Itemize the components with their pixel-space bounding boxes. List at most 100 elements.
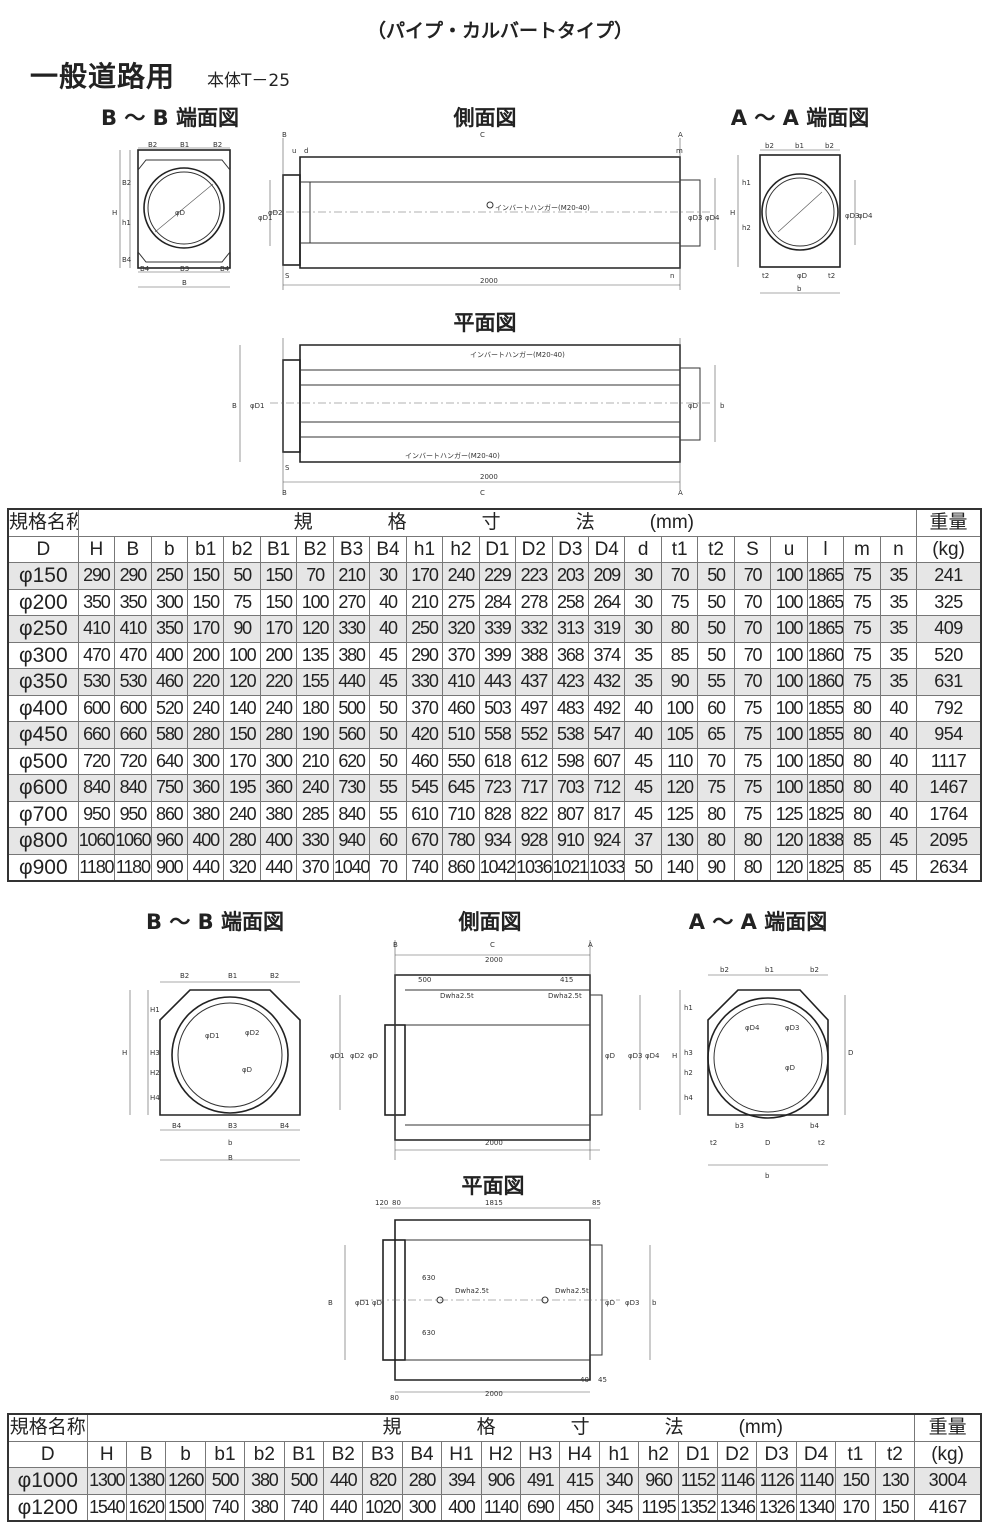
weight-cell: 1117 (916, 747, 982, 775)
column-header: l (806, 535, 845, 563)
side-view-large: B C A 2000 500 415 Dwha2.5t Dwha2.5t 200… (330, 940, 660, 1160)
view-title-aa-large: A ～ A 端面図 (688, 910, 828, 934)
aa-end-view-large: b2 b1 b2 t2 D t2 b3 b4 b h1 h3 h2 h4 H D… (672, 966, 853, 1180)
dim-cell: 75 (223, 588, 261, 616)
column-header: B2 (296, 535, 334, 563)
dim-cell: 70 (697, 747, 735, 775)
dim-cell: 360 (186, 774, 225, 802)
dim-cell: 530 (77, 668, 116, 696)
dim-cell: 470 (77, 641, 116, 669)
svg-text:h2: h2 (684, 1069, 693, 1077)
dim-cell: 284 (478, 588, 517, 616)
dim-cell: 443 (478, 668, 517, 696)
dim-cell: 720 (114, 747, 152, 775)
dim-cell: 960 (638, 1467, 679, 1495)
dim-cell: 229 (478, 562, 517, 590)
dim-cell: 35 (624, 641, 662, 669)
dim-cell: 30 (624, 615, 662, 643)
dim-cell: 432 (587, 668, 626, 696)
dim-cell: 35 (879, 615, 918, 643)
dim-cell: 50 (697, 562, 735, 590)
weight-cell: 325 (916, 588, 982, 616)
svg-text:φD2: φD2 (268, 209, 282, 217)
dim-cell: 75 (733, 800, 772, 828)
dim-cell: 40 (369, 615, 407, 643)
dim-cell: 1860 (806, 641, 845, 669)
dim-cell: 520 (150, 694, 189, 722)
column-header: t2 (697, 535, 735, 563)
dim-cell: 820 (362, 1467, 403, 1495)
dim-cell: 85 (660, 641, 699, 669)
dim-cell: 90 (223, 615, 261, 643)
dim-cell: 780 (442, 827, 480, 855)
column-header: B2 (322, 1440, 364, 1468)
svg-text:Dwha2.5t: Dwha2.5t (440, 992, 474, 1000)
dim-cell: 860 (442, 853, 480, 882)
dim-cell: 210 (405, 588, 444, 616)
column-header: B1 (259, 535, 298, 563)
column-header: D2 (515, 535, 553, 563)
dim-cell: 660 (77, 721, 116, 749)
svg-text:B4: B4 (172, 1122, 182, 1130)
svg-text:S: S (285, 464, 290, 472)
weight-cell: 409 (916, 615, 982, 643)
dims-header-word: 法 (575, 512, 595, 534)
dim-cell: 340 (598, 1467, 640, 1495)
dim-cell: 440 (259, 853, 298, 882)
dim-cell: 150 (223, 721, 261, 749)
svg-text:2000: 2000 (485, 1390, 503, 1398)
dim-cell: 690 (520, 1493, 561, 1522)
dim-cell: 150 (259, 562, 298, 590)
column-header: B4 (401, 1440, 443, 1468)
dim-cell: 1040 (332, 853, 371, 882)
svg-text:B: B (232, 402, 237, 410)
view-title-plan-large: 平面図 (461, 1174, 525, 1198)
dim-cell: 1340 (795, 1493, 837, 1522)
svg-text:2000: 2000 (485, 1139, 503, 1147)
dim-cell: 135 (296, 641, 334, 669)
svg-text:φD4: φD4 (705, 214, 720, 222)
dim-cell: 190 (296, 721, 334, 749)
dim-cell: 313 (551, 615, 589, 643)
dim-cell: 50 (697, 588, 735, 616)
weight-unit: (kg) (916, 535, 982, 563)
dim-cell: 1195 (638, 1493, 679, 1522)
dim-cell: 75 (843, 641, 881, 669)
column-header: B (125, 1440, 167, 1468)
svg-text:φD2: φD2 (350, 1052, 364, 1060)
dim-cell: 100 (770, 562, 808, 590)
dim-cell: 150 (259, 588, 298, 616)
dim-cell: 170 (223, 747, 261, 775)
dim-cell: 1865 (806, 588, 845, 616)
dim-cell: 1326 (756, 1493, 797, 1522)
dim-cell: 1860 (806, 668, 845, 696)
column-header: D3 (551, 535, 589, 563)
aa-end-view-small: b2 b1 b2 t2 φD t2 b h1 h2 H φD3 φD4 (730, 142, 873, 294)
svg-text:B: B (282, 489, 287, 497)
dims-header-word: 規 (293, 512, 313, 534)
dim-cell: 1140 (795, 1467, 837, 1495)
dim-cell: 170 (186, 615, 225, 643)
dim-cell: 195 (223, 774, 261, 802)
dim-cell: 50 (369, 747, 407, 775)
dim-cell: 203 (551, 562, 589, 590)
dim-cell: 840 (114, 774, 152, 802)
dim-cell: 75 (843, 588, 881, 616)
dim-cell: 1140 (480, 1493, 522, 1522)
dim-cell: 100 (296, 588, 334, 616)
dim-cell: 740 (204, 1493, 246, 1522)
size-name: φ1200 (7, 1493, 88, 1522)
dim-cell: 380 (186, 800, 225, 828)
dim-cell: 380 (332, 641, 371, 669)
svg-text:φD4: φD4 (745, 1024, 760, 1032)
dim-cell: 1865 (806, 562, 845, 590)
dim-cell: 300 (150, 588, 189, 616)
dim-cell: 150 (186, 562, 225, 590)
dim-cell: 240 (259, 694, 298, 722)
svg-text:φD3: φD3 (628, 1052, 642, 1060)
svg-text:H3: H3 (150, 1049, 160, 1057)
dim-cell: 1352 (677, 1493, 719, 1522)
dim-cell: 928 (515, 827, 553, 855)
